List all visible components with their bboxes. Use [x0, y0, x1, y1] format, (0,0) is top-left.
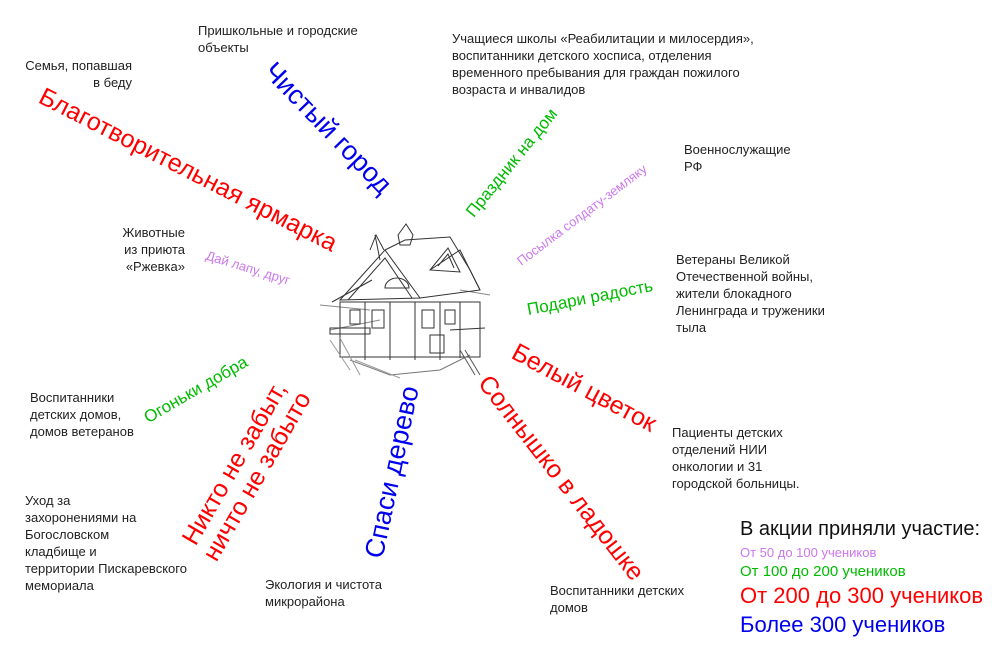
legend-title: В акции приняли участие:	[740, 518, 981, 540]
action-give-paw: Дай лапу, друг	[204, 247, 292, 288]
target-orphans: Воспитанники детских домов	[550, 583, 685, 615]
action-holiday-home: Праздник на дом	[462, 104, 562, 221]
target-students-hospice: Учащиеся школы «Реабилитации и милосерди…	[452, 31, 754, 97]
target-animals: Животные из приюта «Ржевка»	[122, 225, 185, 274]
action-lights-kindness: Огоньки добра	[140, 352, 251, 427]
target-veterans: Ветераны Великой Отечественной войны, жи…	[676, 252, 825, 335]
target-school-city: Пришкольные и городские объекты	[198, 23, 358, 55]
legend-item-50-100: От 50 до 100 учеников	[740, 545, 877, 560]
target-military: Военнослужащие РФ	[684, 142, 791, 174]
legend: В акции приняли участие: От 50 до 100 уч…	[740, 516, 983, 640]
action-parcel-soldier: Посылка солдату-земляку	[514, 161, 650, 269]
target-family: Семья, попавшая в беду	[25, 58, 132, 90]
target-ecology: Экология и чистота микрорайона	[265, 577, 382, 609]
target-orphans-veterans: Воспитанники детских домов, домов ветера…	[30, 390, 134, 439]
house-sketch-image	[319, 223, 491, 379]
action-save-tree: Спаси дерево	[358, 383, 425, 561]
target-patients: Пациенты детских отделений НИИ онкологии…	[672, 425, 800, 491]
action-clean-city: Чистый город	[258, 56, 399, 200]
target-graves: Уход за захоронениями на Богословском кл…	[25, 493, 187, 593]
action-give-joy: Подари радость	[525, 276, 655, 320]
action-nobody-forgotten: Никто не забыт, ничто не забыто	[176, 375, 317, 566]
legend-item-100-200: От 100 до 200 учеников	[740, 563, 906, 580]
legend-item-300-plus: Более 300 учеников	[740, 612, 946, 637]
legend-item-200-300: От 200 до 300 учеников	[740, 583, 984, 608]
